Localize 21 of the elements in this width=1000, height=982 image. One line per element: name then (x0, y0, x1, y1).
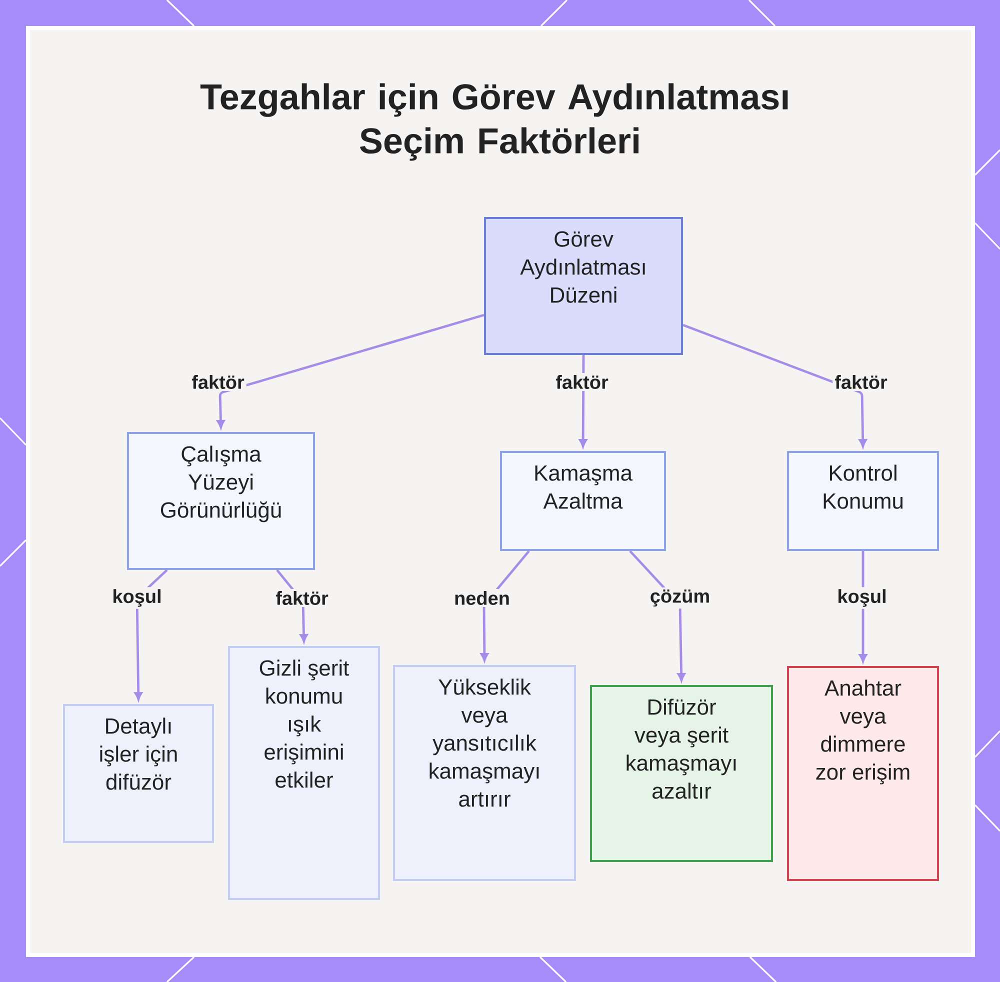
edge-label: faktör (274, 589, 330, 607)
process-box: Görev Aydınlatması Düzeni (484, 217, 683, 355)
edge-label: faktör (190, 373, 246, 391)
process-box: Çalışma Yüzeyi Görünürlüğü (127, 432, 315, 570)
connector-arrow (579, 355, 588, 448)
edge-label: faktör (832, 373, 890, 391)
process-box: Gizli şerit konumu ışık erişimini etkiler (228, 646, 380, 900)
process-box: Kamaşma Azaltma (500, 451, 666, 551)
edge-label: faktör (554, 373, 610, 391)
edge-label: koşul (110, 587, 164, 609)
process-box: Detaylı işler için difüzör (63, 704, 214, 843)
process-box: Difüzör veya şerit kamaşmayı azaltır (590, 685, 773, 862)
process-box: Kontrol Konumu (787, 451, 940, 551)
edge-label: çözüm (648, 587, 712, 609)
connector-arrow (682, 324, 867, 448)
edge-label: koşul (835, 587, 889, 609)
edge-label: neden (452, 589, 512, 607)
process-box: Anahtar veya dimmere zor erişim (787, 666, 940, 881)
title: Tezgahlar için Görev Aydınlatması Seçim Faktörleri (200, 83, 788, 161)
process-box: Yükseklik veya yansıtıcılık kamaşmayı artırır (393, 665, 576, 881)
connector-arrow (216, 314, 484, 428)
